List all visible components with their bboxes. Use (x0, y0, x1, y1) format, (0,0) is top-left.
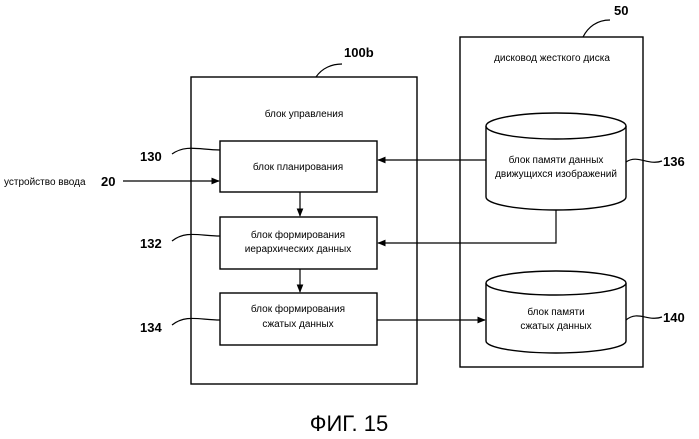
scheduling-ref: 130 (140, 149, 162, 164)
hier-data-ref: 132 (140, 236, 162, 251)
scheduling-block: блок планирования (220, 141, 377, 192)
video-storage-cylinder: блок памяти данных движущихся изображени… (486, 113, 626, 210)
video-storage-label-line2: движущихся изображений (495, 168, 617, 180)
scheduling-label: блок планирования (253, 161, 343, 173)
compressed-storage-cylinder: блок памяти сжатых данных (486, 271, 626, 353)
compressed-block: блок формирования сжатых данных (220, 293, 377, 345)
compressed-storage-ref: 140 (663, 310, 685, 325)
compressed-ref: 134 (140, 320, 162, 335)
hier-data-label-line2: иерархических данных (245, 244, 351, 255)
hdd-ref: 50 (614, 3, 628, 18)
compressed-label-line2: сжатых данных (262, 319, 333, 330)
video-storage-label-line1: блок памяти данных (509, 154, 604, 166)
hdd-leader (583, 20, 610, 37)
hier-data-label-line1: блок формирования (251, 229, 345, 241)
hier-data-block: блок формирования иерархических данных (220, 217, 377, 269)
compressed-label-line1: блок формирования (251, 303, 345, 315)
control-unit-leader (316, 64, 342, 77)
control-unit-title: блок управления (265, 108, 343, 120)
compressed-storage-label-line1: блок памяти (527, 306, 584, 318)
figure-caption: ФИГ. 15 (310, 411, 388, 436)
hdd-title: дисковод жесткого диска (494, 53, 610, 64)
input-device-label: устройство ввода (4, 177, 86, 188)
compressed-storage-label-line2: сжатых данных (520, 321, 591, 332)
video-storage-ref: 136 (663, 154, 685, 169)
input-device-ref: 20 (101, 174, 115, 189)
control-unit-ref: 100b (344, 45, 374, 60)
